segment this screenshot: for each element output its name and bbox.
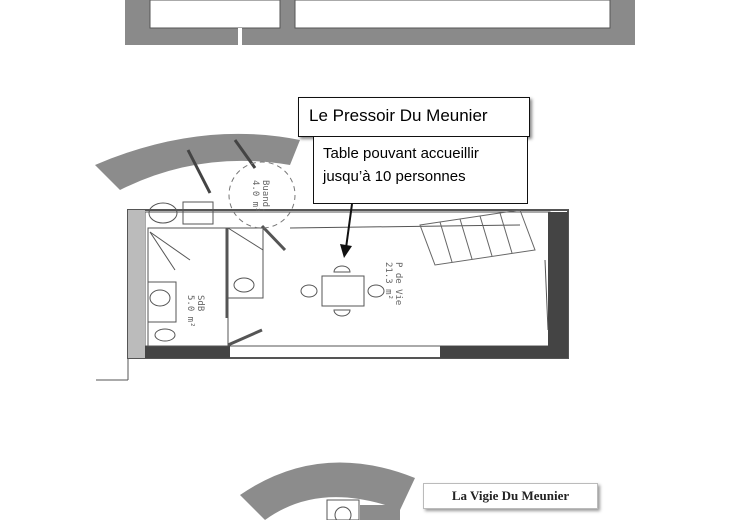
staircase	[419, 209, 536, 266]
dining-table	[300, 265, 385, 317]
plan-title: Le Pressoir Du Meunier	[309, 106, 488, 125]
laundry-label: Buand.4.0 m²	[250, 180, 270, 213]
table-note-callout: Table pouvant accueillir jusqu’à 10 pers…	[313, 137, 528, 204]
note-line-1: Table pouvant accueillir	[323, 145, 479, 162]
curved-wall	[95, 133, 300, 190]
upper-floor-plan-fragment	[125, 0, 635, 45]
pointer-arrow	[340, 203, 353, 258]
lower-curved-wall	[240, 462, 415, 520]
second-plan-title: La Vigie Du Meunier	[423, 483, 598, 509]
plan-title-callout: Le Pressoir Du Meunier	[298, 97, 530, 137]
note-line-2: jusqu’à 10 personnes	[323, 168, 466, 185]
